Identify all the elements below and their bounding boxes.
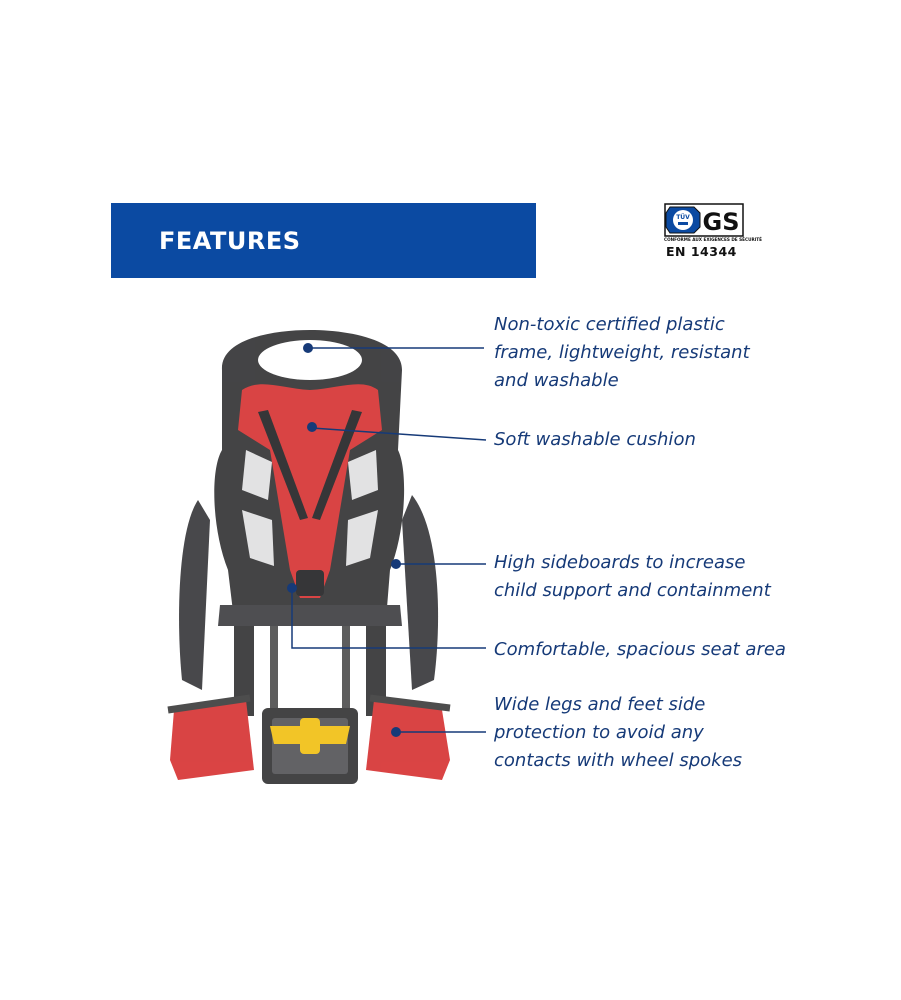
child-bike-seat-illustration — [167, 330, 451, 784]
feature-leg-protection: Wide legs and feet side protection to av… — [494, 694, 743, 771]
feature-sideboards: High sideboards to increase child suppor… — [494, 552, 771, 601]
banner-title: FEATURES — [159, 226, 301, 255]
harness-strap-left — [258, 410, 308, 520]
back-slot-right-lower — [346, 510, 378, 566]
back-slot-left — [242, 450, 272, 500]
left-sideboard — [179, 500, 210, 690]
feature-frame: Non-toxic certified plastic frame, light… — [494, 314, 750, 391]
features-banner: FEATURES — [111, 203, 536, 278]
feature-seat-area: Comfortable, spacious seat area — [494, 639, 786, 660]
handle-opening — [258, 340, 362, 380]
certification-logo: TÜV GS CONFORME AUX EXIGENCES DE SÉCURIT… — [664, 203, 762, 263]
conformity-text: CONFORME AUX EXIGENCES DE SÉCURITÉ — [664, 237, 762, 242]
back-slot-left-lower — [242, 510, 274, 566]
tuv-mark: TÜV — [676, 214, 690, 221]
gs-mark: GS — [703, 208, 740, 236]
back-slot-right — [348, 450, 378, 500]
right-sideboard — [402, 495, 439, 690]
right-footrest — [366, 700, 450, 780]
seat-base — [218, 605, 402, 626]
tuv-gs-seal-icon: TÜV GS — [664, 203, 744, 237]
harness-buckle — [296, 570, 324, 596]
standard-code: EN 14344 — [666, 244, 737, 259]
left-footrest — [170, 700, 254, 780]
feature-cushion: Soft washable cushion — [494, 429, 696, 450]
